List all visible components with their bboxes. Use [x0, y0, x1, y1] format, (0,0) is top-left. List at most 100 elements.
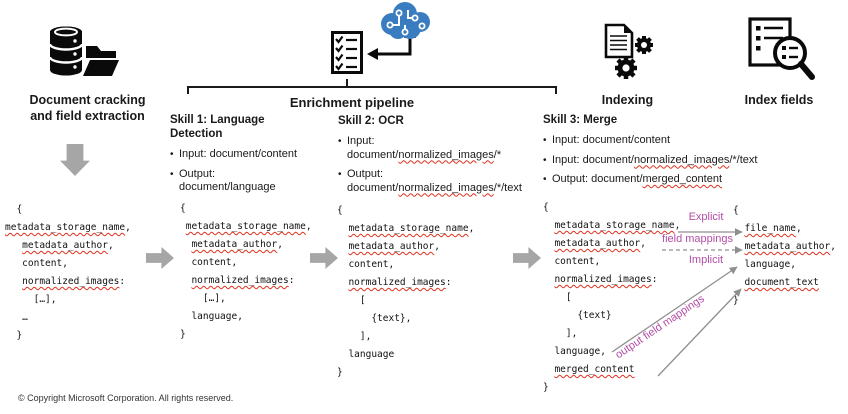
squiggle-token: normalized_images [22, 276, 120, 287]
code-line: normalized_images: [337, 274, 474, 292]
code-line: document_text [733, 274, 836, 292]
code-line: file_name, [733, 220, 836, 238]
code-line: ], [543, 325, 680, 343]
bullet-icon: • [543, 154, 547, 166]
text-token: } [543, 382, 549, 393]
document-gears-icon [604, 23, 653, 79]
code-line: content, [180, 254, 312, 272]
code-line: [ [337, 292, 474, 310]
skill-2-ocr: Skill 2: OCR •Input:document/normalized_i… [338, 114, 538, 201]
text-token: document/ [347, 181, 399, 194]
squiggle-token: normalized_images [398, 148, 494, 161]
code-line: } [5, 327, 131, 345]
text-token [337, 277, 348, 288]
text-token [543, 220, 554, 231]
code-line: } [180, 326, 312, 344]
squiggle-token: metadata_author [191, 239, 278, 250]
squiggle-token: merged_content [554, 364, 635, 375]
text-token: ], [543, 328, 578, 339]
text-token: , [434, 241, 440, 252]
text-token: { [5, 204, 23, 215]
code-line: [ [543, 289, 680, 307]
code-line: content, [337, 256, 474, 274]
bullet-icon: • [170, 168, 174, 180]
text-token: language, [733, 259, 796, 270]
text-token: document/language [179, 181, 276, 193]
bullet-icon: • [543, 174, 547, 185]
text-token: language, [543, 346, 606, 357]
text-token: } [337, 367, 343, 378]
code-line: {text}, [337, 310, 474, 328]
code-line: normalized_images: [543, 271, 680, 289]
skill-bullet: •Output: document/merged_content [543, 173, 788, 187]
flow-arrow-down [60, 144, 90, 176]
code-line: […], [180, 290, 312, 308]
text-token: content, [180, 257, 238, 268]
text-token [337, 241, 348, 252]
squiggle-token: metadata_author [744, 241, 831, 252]
text-token: Input: document/ [552, 153, 634, 166]
code-line: metadata_storage_name, [180, 218, 312, 236]
text-token: , [468, 223, 475, 234]
stage-label-indexing: Indexing [601, 93, 654, 107]
squiggle-token: normalized_images [633, 153, 730, 166]
text-token: Output: [179, 167, 216, 180]
code-line: metadata_storage_name, [337, 220, 474, 238]
text-token: … [5, 312, 28, 323]
squiggle-token: metadata_storage_name [554, 220, 675, 231]
skill-bullet: •Input: document/normalized_images/*/tex… [543, 154, 788, 168]
code-line: normalized_images: [180, 272, 312, 290]
bullet-icon: • [543, 135, 547, 146]
field-mapping-arrows [611, 228, 743, 377]
text-token: , [640, 238, 646, 249]
text-token [5, 276, 22, 287]
code-line: { [543, 199, 680, 217]
text-token: Input: document/content [179, 148, 298, 160]
text-token: , [795, 223, 802, 234]
code-line: language, [733, 256, 836, 274]
code-block-index-fields: { file_name, metadata_author, language, … [733, 202, 836, 310]
text-token: , [277, 239, 283, 250]
squiggle-token: metadata_storage_name [348, 223, 469, 234]
text-token [337, 223, 348, 234]
code-line: } [733, 292, 836, 310]
enrichment-bracket [187, 86, 557, 94]
text-token [180, 275, 191, 286]
text-token: [ [543, 292, 572, 303]
flow-arrow-right-2 [310, 247, 338, 269]
text-token: Input: document/content [552, 134, 671, 146]
text-token: /* [493, 148, 502, 161]
mapping-label-implicit: Implicit [688, 254, 724, 266]
squiggle-token: metadata_storage_name [185, 221, 306, 232]
text-token: {text}, [337, 313, 412, 324]
skill-bullet: • Input: document/content [543, 134, 788, 148]
code-line: { [733, 202, 836, 220]
skill-bullet: •Output:document/normalized_images/*/tex… [338, 168, 538, 195]
text-token: /*/text [493, 181, 522, 194]
text-token: } [733, 295, 739, 306]
code-line: {text} [543, 307, 680, 325]
code-line: content, [5, 255, 131, 273]
flow-arrow-right-3 [513, 247, 541, 269]
code-line: metadata_storage_name, [543, 217, 680, 235]
text-token: {text} [543, 310, 612, 321]
code-line: metadata_author, [337, 238, 474, 256]
squiggle-token: document_text [744, 277, 819, 288]
skill-bullet: •Input:document/normalized_images/* [338, 135, 538, 162]
code-line: { [337, 202, 474, 220]
squiggle-token: metadata_author [348, 241, 435, 252]
squiggle-token: normalized_images [191, 275, 289, 286]
skill-title: Skill 2: OCR [338, 115, 404, 127]
squiggle-token: file_name [744, 223, 796, 234]
squiggle-token: normalized_images [398, 181, 494, 194]
text-token: Output: [347, 168, 384, 180]
code-block-source-document: { metadata_storage_name, metadata_author,… [5, 201, 131, 345]
code-line: metadata_storage_name, [5, 219, 131, 237]
code-line: metadata_author, [180, 236, 312, 254]
text-token [543, 238, 554, 249]
text-token: { [180, 203, 186, 214]
code-line: metadata_author, [5, 237, 131, 255]
code-line: language [337, 346, 474, 364]
code-line: { [5, 201, 131, 219]
squiggle-token: metadata_author [22, 240, 108, 251]
